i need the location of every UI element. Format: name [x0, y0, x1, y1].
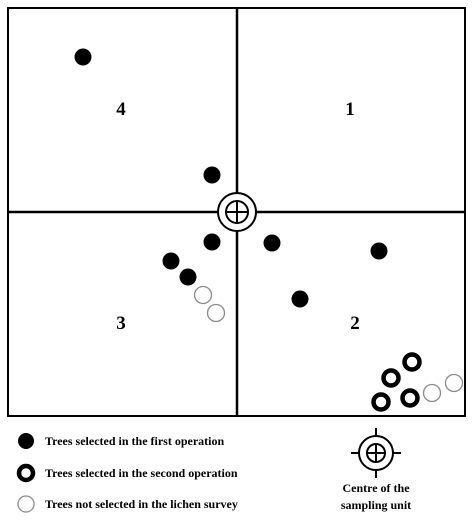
quadrant-label-2: 2: [350, 313, 360, 334]
tree-second-operation: [400, 388, 420, 408]
tree-first-operation: [291, 290, 309, 308]
first-operation-trees: [74, 48, 388, 308]
tree-second-operation: [381, 368, 401, 388]
ring-icon: [16, 463, 36, 483]
tree-first-operation: [74, 48, 92, 66]
legend-second-operation: Trees selected in the second operation: [45, 466, 238, 480]
quadrant-label-4: 4: [116, 99, 126, 120]
tree-not-selected: [444, 373, 464, 393]
not-selected-trees: [193, 285, 464, 403]
tree-not-selected: [193, 285, 213, 305]
centre-caption-line-2: sampling unit: [341, 498, 411, 512]
filled-circle-icon: [18, 433, 34, 449]
tree-first-operation: [203, 166, 221, 184]
centre-caption-line-1: Centre of the: [342, 481, 410, 495]
open-circle-icon: [17, 495, 35, 513]
tree-first-operation: [370, 242, 388, 260]
quadrant-label-1: 1: [345, 99, 355, 120]
tree-second-operation: [402, 352, 422, 372]
tree-not-selected: [206, 303, 226, 323]
second-operation-trees: [371, 352, 422, 412]
legend-first-operation: Trees selected in the first operation: [45, 434, 225, 448]
tree-second-operation: [371, 392, 391, 412]
legend-not-selected: Trees not selected in the lichen survey: [45, 497, 238, 511]
centre-crosshair-icon: [217, 192, 257, 232]
tree-not-selected: [422, 383, 442, 403]
tree-first-operation: [162, 252, 180, 270]
centre-legend-crosshair-icon: [351, 428, 401, 478]
tree-first-operation: [179, 268, 197, 286]
tree-first-operation: [263, 234, 281, 252]
quadrant-label-3: 3: [116, 313, 126, 334]
tree-first-operation: [203, 233, 221, 251]
legend: Trees selected in the first operation Tr…: [16, 433, 238, 513]
